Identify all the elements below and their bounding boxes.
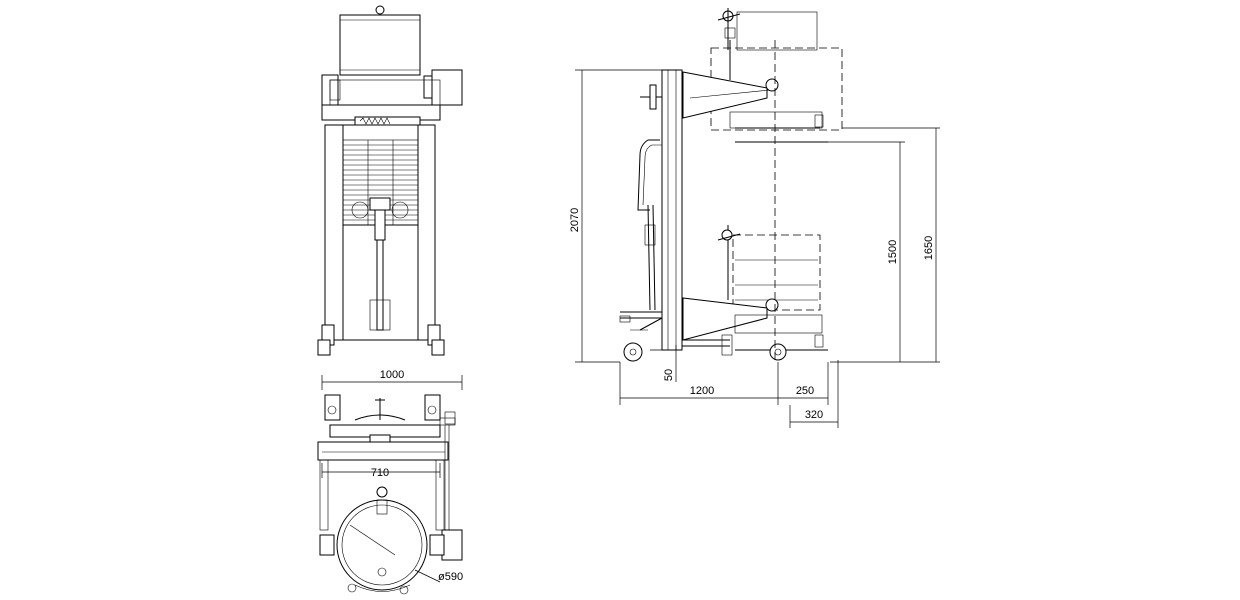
dim-overhang: 250 (778, 362, 829, 405)
dim-lift-max: 1650 (830, 127, 940, 363)
dim-inner-width-label: 710 (371, 467, 389, 479)
drum-knob-icon (375, 5, 385, 15)
push-handle (637, 139, 660, 211)
dim-overhang-label: 250 (796, 385, 814, 397)
side-mast (661, 69, 683, 351)
dim-front-width-label: 1000 (380, 369, 404, 381)
lowered-valve-icon (721, 229, 733, 241)
dim-clearance: 50 (650, 345, 680, 382)
top-drum (336, 499, 428, 591)
side-rear-wheel (769, 343, 787, 361)
front-drum (339, 14, 421, 76)
front-wheel-right (431, 339, 445, 356)
dim-drum-offset-label: 320 (805, 409, 823, 421)
dim-wheelbase-label: 1200 (690, 385, 714, 397)
dim-inner-width: 710 (321, 463, 441, 479)
front-wheel-left (317, 339, 331, 356)
dim-lift-mid: 1500 (828, 141, 905, 362)
lowered-drum-outline (732, 234, 821, 311)
lowered-clamp-arm (682, 297, 768, 341)
dim-overall-height-label: 2070 (569, 208, 581, 232)
side-handwheel (649, 84, 657, 110)
side-front-wheel (623, 342, 643, 362)
dim-drum-diameter: ø590 (414, 569, 463, 583)
dim-overall-height: 2070 (569, 69, 662, 363)
dim-lift-max-label: 1650 (923, 236, 935, 260)
side-view (619, 8, 843, 362)
dim-clearance-label: 50 (663, 369, 675, 381)
dim-drum-diameter-label: ø590 (438, 571, 463, 583)
front-motor (431, 69, 463, 106)
dim-wheelbase: 1200 (619, 362, 779, 405)
top-battery-box (441, 529, 463, 561)
dim-lift-mid-label: 1500 (887, 240, 899, 264)
dim-front-width: 1000 (321, 369, 463, 390)
dim-drum-offset: 320 (789, 360, 839, 428)
raised-drum-top (736, 11, 818, 51)
front-view (317, 5, 463, 356)
raised-clamp-arm (682, 71, 768, 119)
hydraulic-cylinder (376, 239, 384, 331)
top-view (317, 394, 463, 595)
